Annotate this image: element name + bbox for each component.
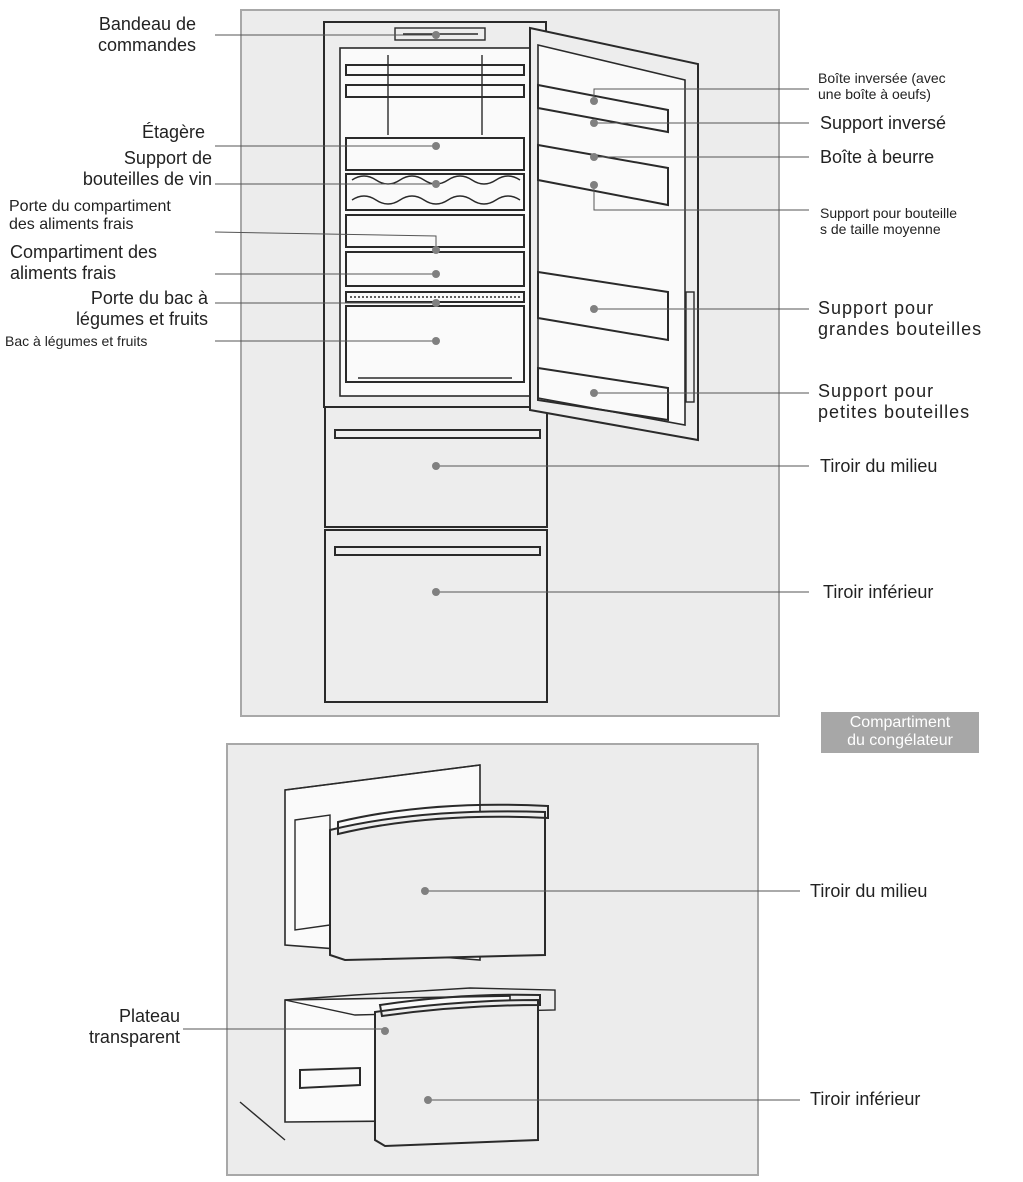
grey-dot-icon (421, 887, 429, 895)
leader-dots (381, 31, 598, 1104)
label-bandeau-commandes: Bandeau de commandes (97, 14, 196, 55)
label-tiroir-inferieur-refrigerateur: Tiroir inférieur (823, 582, 934, 602)
grey-dot-icon (432, 270, 440, 278)
label-boite-inversee: Boîte inversée (avec une boîte à oeufs) (818, 70, 946, 103)
grey-dot-icon (432, 462, 440, 470)
grey-dot-icon (590, 97, 598, 105)
label-tiroir-milieu-congelateur: Tiroir du milieu (810, 881, 928, 901)
label-boite-beurre: Boîte à beurre (820, 147, 935, 167)
label-plateau-transparent: Plateau transparent (88, 1006, 180, 1047)
freezer-middle-drawer-illustration (284, 764, 549, 962)
grey-dot-icon (432, 588, 440, 596)
label-porte-bac: Porte du bac à légumes et fruits (75, 288, 208, 329)
grey-dot-icon (590, 181, 598, 189)
grey-dot-icon (590, 305, 598, 313)
label-bac-legumes: Bac à légumes et fruits (5, 333, 148, 349)
grey-dot-icon (432, 337, 440, 345)
label-tiroir-milieu-refrigerateur: Tiroir du milieu (820, 456, 938, 476)
grey-dot-icon (590, 153, 598, 161)
grey-dot-icon (424, 1096, 432, 1104)
label-support-grandes: Support pour grandes bouteilles (818, 298, 983, 339)
label-support-inverse: Support inversé (820, 113, 947, 133)
freezer-compartment-tag: Compartiment du congélateur (821, 712, 979, 753)
label-support-vin: Support de bouteilles de vin (82, 148, 212, 189)
label-support-petites: Support pour petites bouteilles (818, 381, 971, 422)
grey-dot-icon (432, 246, 440, 254)
grey-dot-icon (590, 389, 598, 397)
grey-dot-icon (432, 142, 440, 150)
label-porte-compartiment-frais: Porte du compartiment des aliments frais (9, 198, 171, 234)
grey-dot-icon (432, 31, 440, 39)
grey-dot-icon (590, 119, 598, 127)
label-etagere: Étagère (141, 122, 205, 142)
freezer-lower-drawer-illustration (239, 987, 556, 1148)
grey-dot-icon (432, 180, 440, 188)
grey-dot-icon (381, 1027, 389, 1035)
grey-dot-icon (432, 299, 440, 307)
label-support-moyenne: Support pour bouteille s de taille moyen… (820, 205, 957, 238)
label-compartiment-frais: Compartiment des aliments frais (10, 242, 158, 283)
label-tiroir-inferieur-congelateur: Tiroir inférieur (810, 1089, 921, 1109)
